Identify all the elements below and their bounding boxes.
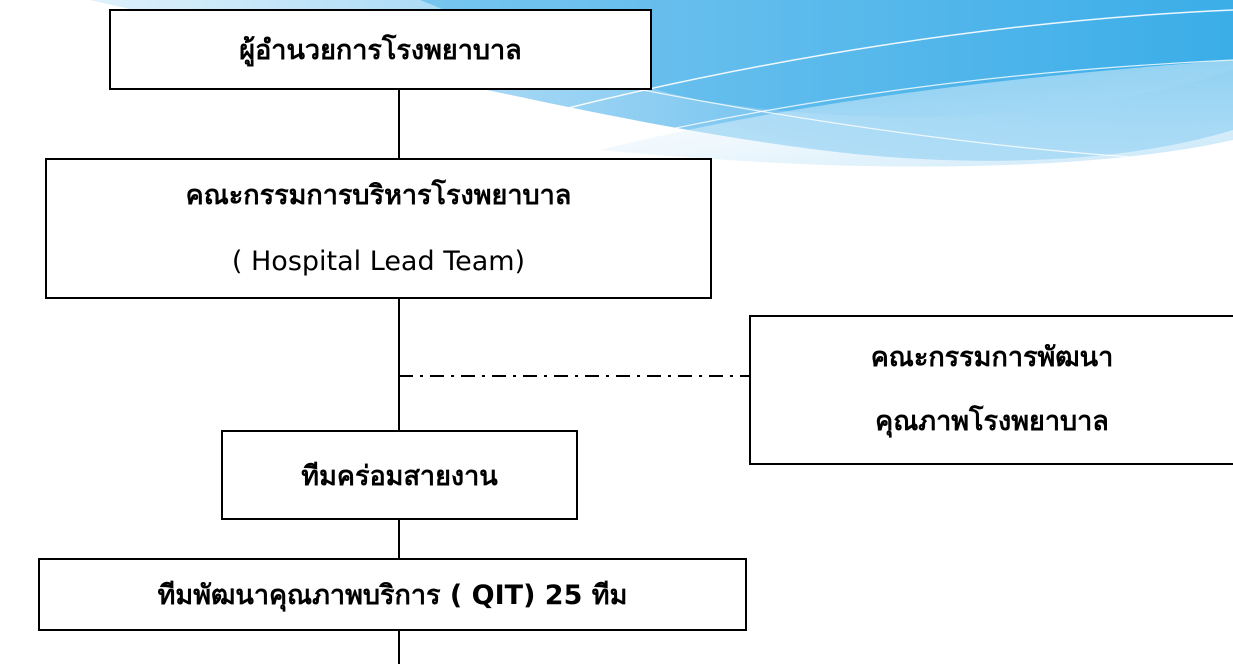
node-cross-functional-team: ทีมคร่อมสายงาน [221, 430, 578, 520]
node-director: ผู้อำนวยการโรงพยาบาล [109, 9, 652, 90]
node-qit-label: ทีมพัฒนาคุณภาพบริการ ( QIT) 25 ทีม [157, 580, 628, 611]
node-cross-team-label: ทีมคร่อมสายงาน [301, 460, 498, 492]
node-quality-line2: คุณภาพโรงพยาบาล [875, 406, 1109, 437]
node-quality-committee: คณะกรรมการพัฒนา คุณภาพโรงพยาบาล [749, 315, 1233, 465]
node-director-label: ผู้อำนวยการโรงพยาบาล [239, 35, 522, 66]
node-executive-sublabel: ( Hospital Lead Team) [231, 245, 526, 277]
node-executive-committee: คณะกรรมการบริหารโรงพยาบาล ( Hospital Lea… [45, 158, 712, 299]
node-qit: ทีมพัฒนาคุณภาพบริการ ( QIT) 25 ทีม [38, 558, 747, 631]
node-executive-label: คณะกรรมการบริหารโรงพยาบาล [185, 179, 572, 211]
node-quality-line1: คณะกรรมการพัฒนา [870, 342, 1114, 373]
